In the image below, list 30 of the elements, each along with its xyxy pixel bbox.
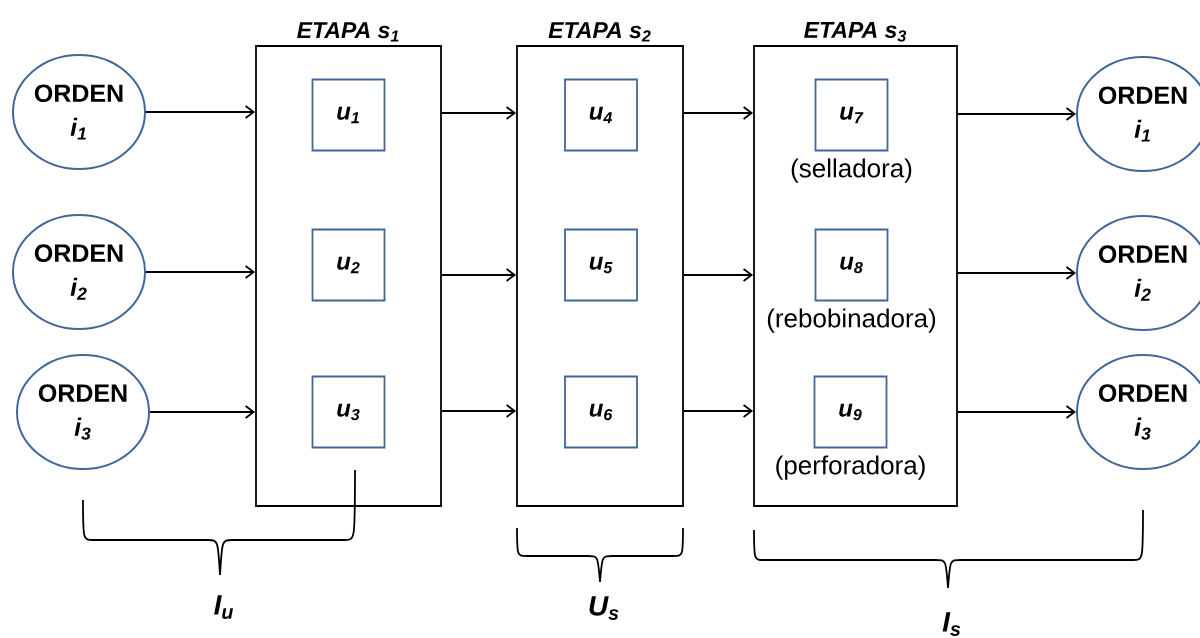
- arrow: [683, 404, 754, 418]
- brace-label: I$_{s}$: [942, 612, 961, 636]
- arrow: [957, 107, 1076, 121]
- stage-heading: ETAPA s$_{1}$: [297, 22, 399, 42]
- unit-box: u$_{8}$: [814, 228, 889, 302]
- machine-caption: (rebobinadora): [767, 308, 936, 333]
- arrow: [957, 266, 1076, 280]
- brace-label: I$_{u}$: [214, 595, 234, 619]
- stage-heading: ETAPA s$_{3}$: [804, 22, 907, 42]
- arrow: [441, 268, 517, 282]
- unit-box: u$_{7}$: [814, 78, 889, 152]
- unit-box: u$_{3}$: [311, 375, 386, 449]
- brace-label: U$_{s}$: [589, 596, 619, 620]
- arrow: [683, 268, 754, 282]
- machine-caption: (perforadora): [776, 455, 925, 480]
- machine-caption: (selladora): [791, 158, 912, 183]
- arrow: [441, 106, 517, 120]
- arrow: [957, 405, 1076, 419]
- unit-box: u$_{6}$: [564, 375, 638, 449]
- stage-heading: ETAPA s$_{2}$: [548, 22, 651, 42]
- arrow: [683, 106, 754, 120]
- unit-box: u$_{1}$: [311, 78, 386, 152]
- arrow: [145, 265, 256, 279]
- arrow: [145, 105, 256, 119]
- arrow: [149, 405, 256, 419]
- unit-box: u$_{9}$: [813, 375, 888, 449]
- unit-box: u$_{4}$: [564, 78, 638, 152]
- unit-box: u$_{5}$: [564, 228, 638, 302]
- unit-box: u$_{2}$: [311, 228, 386, 302]
- arrow: [441, 404, 517, 418]
